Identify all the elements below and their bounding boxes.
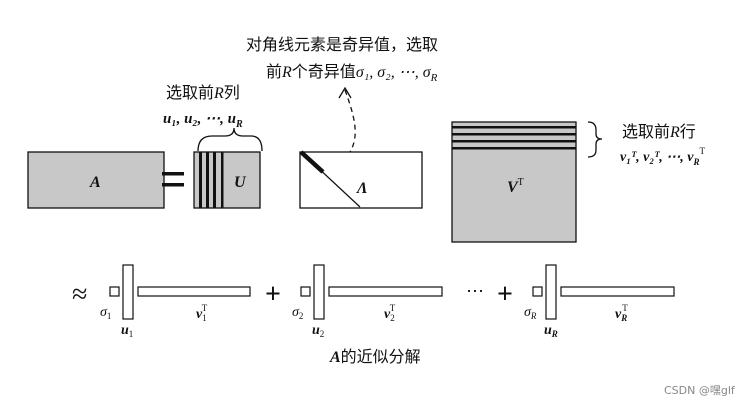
u-label-1: u1 bbox=[121, 323, 133, 339]
singular-value-note-line2: 前R个奇异值σ₁, σ₂, ⋯, σR bbox=[266, 62, 438, 84]
sigma-box-R bbox=[532, 286, 543, 297]
plus-sign-2: + bbox=[497, 279, 513, 310]
vt-row-2 bbox=[452, 133, 576, 136]
vt-row-4 bbox=[452, 147, 576, 150]
matrix-Lambda-box bbox=[299, 151, 423, 209]
u-column-4 bbox=[221, 152, 224, 208]
arrow-head-icon bbox=[338, 86, 352, 99]
u-column-2 bbox=[206, 152, 209, 208]
matrix-VT-label: VT bbox=[507, 177, 524, 196]
matrix-A-box bbox=[27, 151, 165, 209]
u-column-1 bbox=[199, 152, 202, 208]
u-label-2: u2 bbox=[312, 323, 324, 339]
approximation-row: ≈ σ1 u1 v1T + σ2 u2 v2T ⋯ + σR u bbox=[72, 264, 675, 339]
sigma-label-2: σ2 bbox=[292, 305, 303, 321]
v-row-brace bbox=[587, 121, 603, 158]
matrix-VT: VT bbox=[451, 121, 577, 243]
u-vector-bar-2 bbox=[313, 264, 325, 320]
approx-symbol: ≈ bbox=[72, 279, 87, 310]
v-vector-bar-R bbox=[560, 286, 675, 297]
v-annotation: 选取前R行 v₁ᵀ, v₂ᵀ, ⋯, vRT bbox=[587, 121, 706, 167]
equals-sign bbox=[162, 172, 184, 187]
matrix-A: A bbox=[27, 151, 165, 209]
approx-term-1: σ1 u1 v1T bbox=[100, 264, 251, 339]
matrix-Lambda: Λ bbox=[299, 150, 423, 209]
sigma-label-1: σ1 bbox=[100, 305, 111, 321]
v-vector-bar-2 bbox=[328, 286, 443, 297]
v-label-1: v1T bbox=[196, 303, 208, 323]
ellipsis: ⋯ bbox=[466, 281, 484, 301]
u-column-brace bbox=[197, 127, 263, 152]
vt-row-3 bbox=[452, 140, 576, 143]
matrix-A-label: A bbox=[89, 174, 101, 191]
u-column-3 bbox=[213, 152, 216, 208]
approx-term-R: σR uR vRT bbox=[524, 264, 675, 339]
watermark: CSDN @嘿glf bbox=[664, 384, 736, 397]
plus-sign-1: + bbox=[265, 279, 281, 310]
v-label-R: vRT bbox=[615, 303, 628, 323]
u-vectors-label: u₁, u₂, ⋯, uR bbox=[163, 111, 243, 130]
matrix-Lambda-label: Λ bbox=[356, 180, 368, 197]
u-annotation: 选取前R列 u₁, u₂, ⋯, uR bbox=[163, 83, 263, 152]
figure-caption: A的近似分解 bbox=[329, 347, 421, 366]
v-label-2: v2T bbox=[384, 303, 396, 323]
matrix-U-label: U bbox=[234, 174, 247, 191]
v-select-label: 选取前R行 bbox=[622, 122, 696, 141]
u-label-R: uR bbox=[544, 323, 558, 339]
lambda-diagonal-selected bbox=[299, 150, 325, 174]
matrix-U: U bbox=[193, 151, 261, 209]
sigma-box-2 bbox=[300, 286, 311, 297]
sigma-label-R: σR bbox=[524, 305, 537, 321]
vt-row-1 bbox=[452, 126, 576, 129]
u-vector-bar-R bbox=[545, 264, 557, 320]
sigma-box-1 bbox=[109, 286, 120, 297]
v-vectors-label: v₁ᵀ, v₂ᵀ, ⋯, vRT bbox=[620, 146, 706, 167]
matrix-U-box bbox=[193, 151, 261, 209]
u-select-label: 选取前R列 bbox=[166, 83, 240, 102]
u-vector-bar-1 bbox=[122, 264, 134, 320]
approx-term-2: σ2 u2 v2T bbox=[292, 264, 443, 339]
top-annotation: 对角线元素是奇异值，选取 前R个奇异值σ₁, σ₂, ⋯, σR bbox=[246, 35, 438, 173]
v-vector-bar-1 bbox=[137, 286, 251, 297]
singular-value-note-line1: 对角线元素是奇异值，选取 bbox=[246, 35, 438, 54]
